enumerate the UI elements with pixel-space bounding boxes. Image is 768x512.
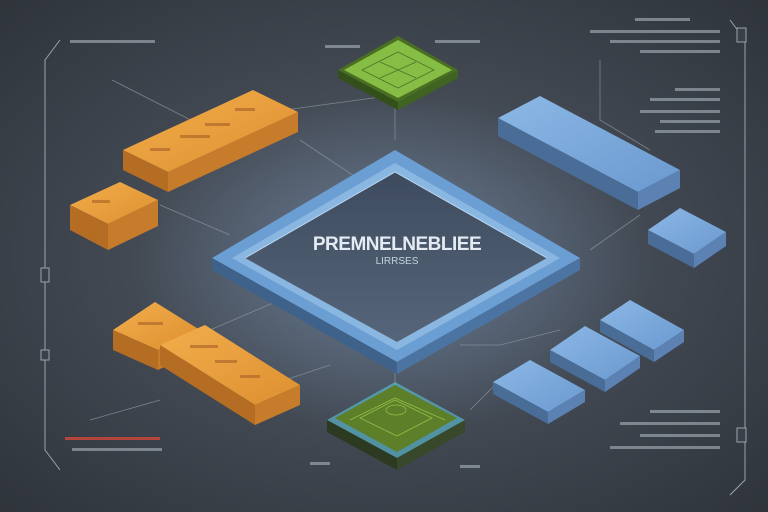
blue-block-top-long — [498, 96, 680, 210]
central-panel — [212, 150, 580, 374]
orange-block-top-long — [123, 90, 298, 192]
blue-block-right-small — [648, 208, 726, 268]
blue-block-stack-3 — [493, 360, 585, 424]
green-chip-bottom — [327, 382, 465, 470]
annotation-red-mark — [65, 437, 160, 440]
panel-subtitle: LIRRSES — [376, 256, 419, 267]
left-bracket-icon — [40, 39, 61, 471]
panel-title: PREMNELNEBLIEE — [313, 234, 481, 255]
blue-block-stack-2 — [550, 326, 640, 392]
annotation-marks — [70, 18, 720, 468]
right-bracket-icon — [729, 19, 747, 496]
orange-block-top-small — [70, 182, 158, 250]
orange-block-bottom-long — [160, 325, 300, 425]
blue-block-stack-1 — [600, 300, 684, 362]
green-chip-top — [338, 36, 458, 110]
